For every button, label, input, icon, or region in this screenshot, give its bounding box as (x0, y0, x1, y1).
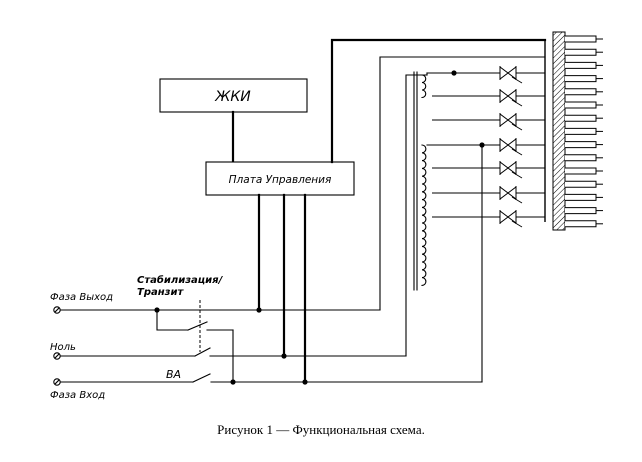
phase-out-label: Фаза Выход (50, 292, 113, 303)
triac-7 (432, 210, 545, 228)
lcd-display-block: ЖКИ (159, 78, 308, 113)
mode-switch-label: Стабилизация/ Транзит (137, 274, 226, 298)
phase-in-label: Фаза Вход (50, 390, 105, 401)
terminal-phase-out: Фаза Выход (50, 292, 113, 314)
neutral-label: Ноль (50, 342, 76, 353)
heatsink-fin (565, 35, 597, 43)
triac-5 (432, 161, 545, 179)
heatsink-fin (565, 220, 597, 228)
terminal-neutral: Ноль (50, 342, 76, 360)
heatsink-fin (565, 154, 597, 162)
triac-bank (432, 40, 546, 228)
power-wiring (60, 56, 546, 383)
heatsink-fin (565, 127, 597, 135)
heatsink-fin (565, 61, 597, 69)
control-wiring (257, 38, 547, 384)
junction-dots (154, 70, 485, 385)
heatsink (552, 31, 603, 231)
triac-6 (432, 186, 545, 204)
heatsink-fin (565, 193, 597, 201)
triac-4 (482, 138, 545, 156)
lcd-display-label: ЖКИ (214, 89, 251, 105)
terminal-phase-in: Фаза Вход (50, 378, 105, 401)
circuit-breaker: ВА (166, 368, 211, 383)
heatsink-fin (565, 48, 597, 56)
heatsink-fin (565, 180, 597, 188)
heatsink-fin (565, 101, 597, 109)
autotransformer (413, 71, 483, 291)
heatsink-fin (565, 167, 597, 175)
heatsink-fin (565, 88, 597, 96)
heatsink-fin (565, 75, 597, 83)
heatsink-fin (565, 141, 597, 149)
heatsink-fin (565, 114, 597, 122)
heatsink-fin (565, 207, 597, 215)
control-board-block: Плата Управления (205, 161, 355, 196)
triac-1 (454, 66, 545, 84)
figure-caption: Рисунок 1 — Функциональная схема. (217, 422, 425, 437)
breaker-label: ВА (166, 368, 181, 381)
triac-2 (432, 89, 545, 107)
mode-switch: Стабилизация/ Транзит (137, 274, 226, 357)
control-board-label: Плата Управления (229, 174, 332, 186)
triac-3 (432, 113, 545, 131)
